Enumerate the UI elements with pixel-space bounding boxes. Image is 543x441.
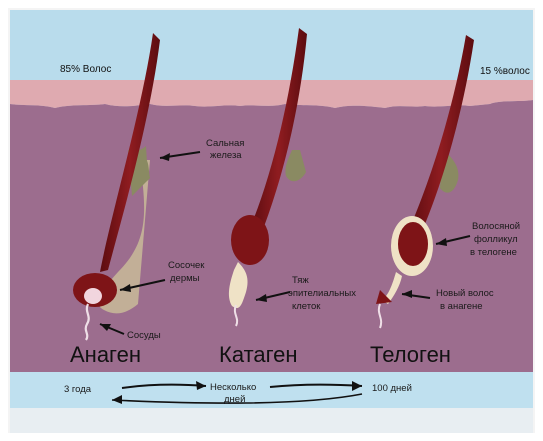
- label-dermal-papilla-1: Сосочек: [168, 260, 205, 271]
- label-sebaceous-gland-2: железа: [210, 150, 242, 161]
- label-strand-2: эпителиальных: [288, 288, 356, 299]
- label-strand-1: Тяж: [292, 275, 309, 286]
- label-telogen-follicle-3: в телогене: [470, 247, 517, 258]
- label-vessels: Сосуды: [127, 330, 161, 341]
- label-dermal-papilla-2: дермы: [170, 273, 200, 284]
- phase-catagen: Катаген: [219, 342, 298, 367]
- bottom-strip: [10, 408, 533, 433]
- anagen-dermal-papilla: [84, 288, 102, 304]
- label-telogen-follicle-2: фолликул: [474, 234, 518, 245]
- phase-telogen: Телоген: [370, 342, 451, 367]
- label-85-percent: 85% Волос: [60, 64, 111, 75]
- cycle-right-label: 100 дней: [372, 383, 412, 394]
- catagen-club: [231, 215, 269, 265]
- dermis-layer: [10, 100, 533, 372]
- label-new-hair-1: Новый волос: [436, 288, 494, 299]
- label-sebaceous-gland-1: Сальная: [206, 138, 244, 149]
- telogen-club-hair: [398, 222, 428, 266]
- cycle-middle-label-1: Несколько: [210, 382, 256, 393]
- label-new-hair-2: в анагене: [440, 301, 483, 312]
- label-strand-3: клеток: [292, 301, 321, 312]
- phase-anagen: Анаген: [70, 342, 141, 367]
- cycle-left-label: 3 года: [64, 384, 92, 395]
- label-telogen-follicle-1: Волосяной: [472, 221, 520, 232]
- label-15-percent: 15 %волос: [480, 66, 530, 77]
